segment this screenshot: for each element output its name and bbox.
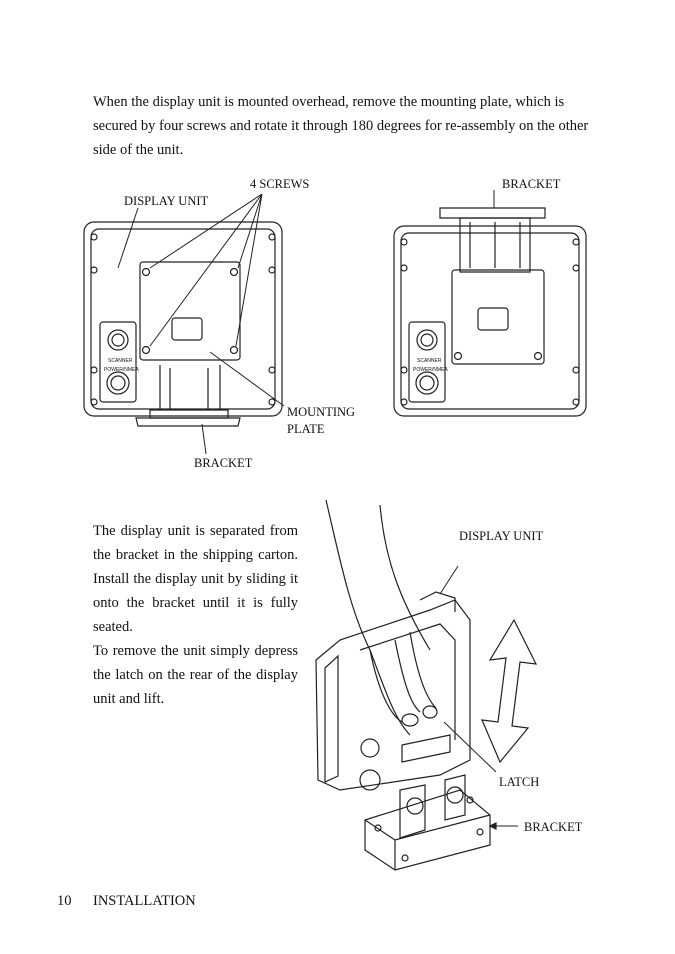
display-unit-right-drawing — [393, 190, 587, 417]
label-4-screws: 4 SCREWS — [250, 177, 310, 191]
page-number: 10 — [57, 893, 72, 909]
double-arrow — [481, 618, 538, 764]
install-paragraph: The display unit is separated from the b… — [93, 519, 298, 711]
label-bracket-fig2: BRACKET — [524, 820, 583, 834]
label-mounting: MOUNTING — [287, 405, 356, 419]
install-paragraph-2: To remove the unit simply depress the la… — [93, 643, 298, 707]
intro-paragraph: When the display unit is mounted overhea… — [93, 94, 589, 158]
latch-drawing — [401, 734, 451, 763]
display-unit-left-drawing — [83, 193, 285, 455]
label-display-unit-fig2: DISPLAY UNIT — [459, 529, 544, 543]
connector-label-power-left: POWER/NMEA — [104, 367, 139, 373]
label-bracket-left: BRACKET — [194, 456, 253, 470]
connector-label-scanner-right: SCANNER — [417, 358, 442, 364]
connector-label-scanner-left: SCANNER — [108, 358, 133, 364]
label-bracket-right: BRACKET — [502, 177, 561, 191]
section-title: INSTALLATION — [93, 893, 196, 909]
label-plate: PLATE — [287, 422, 325, 436]
install-paragraph-1: The display unit is separated from the b… — [93, 523, 298, 635]
display-unit-drawing — [315, 591, 471, 791]
label-display-unit-fig1: DISPLAY UNIT — [124, 194, 209, 208]
hand-drawing — [325, 499, 438, 736]
label-latch: LATCH — [499, 775, 540, 789]
bracket-drawing — [364, 774, 491, 871]
connector-label-power-right: POWER/NMEA — [413, 367, 448, 373]
